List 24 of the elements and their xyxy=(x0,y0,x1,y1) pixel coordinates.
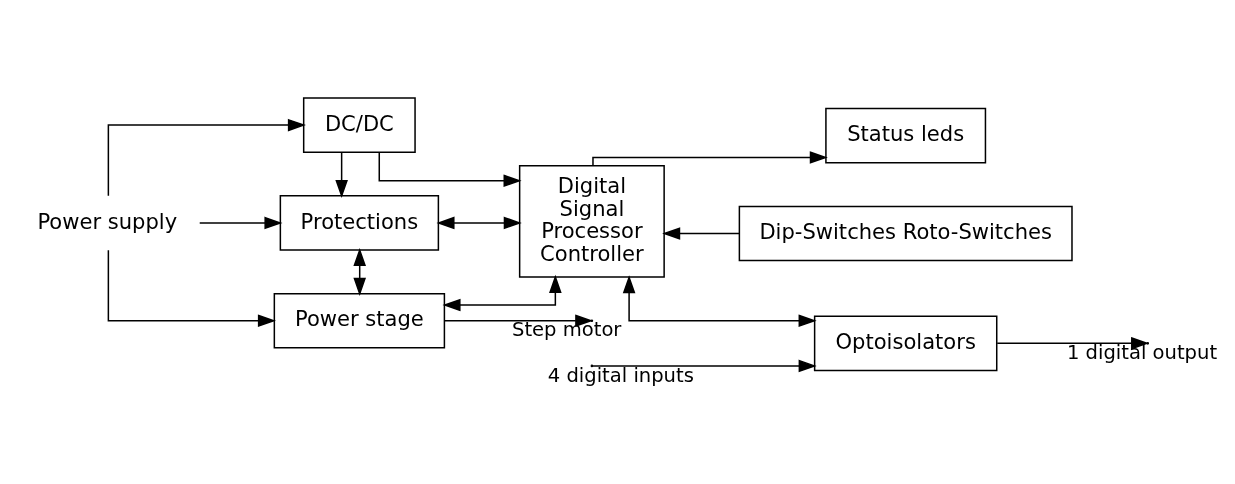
arrow xyxy=(335,151,348,198)
node-box: Status leds xyxy=(825,107,987,163)
edge-label: 1 digital output xyxy=(1066,340,1218,364)
arrow xyxy=(662,226,740,240)
node-box: DC/DC xyxy=(302,96,416,153)
node-box: Digital Signal Processor Controller xyxy=(518,164,665,278)
arrow xyxy=(996,336,1150,350)
arrow xyxy=(353,247,367,296)
node-box: Protections xyxy=(279,194,440,251)
arrow xyxy=(442,274,562,311)
node-box: Dip-Switches Roto-Switches xyxy=(738,205,1073,261)
edge-label: Step motor xyxy=(512,317,622,341)
arrow xyxy=(378,151,522,187)
node-box: Power stage xyxy=(273,292,446,349)
arrow xyxy=(622,274,817,327)
edge-label: 4 digital inputs xyxy=(547,363,694,387)
arrow xyxy=(592,359,817,372)
node-text: Power supply xyxy=(37,208,178,233)
arrow xyxy=(198,216,283,229)
arrow xyxy=(107,248,276,327)
node-box: Optoisolators xyxy=(813,315,998,371)
arrow xyxy=(436,216,522,229)
arrow xyxy=(592,150,828,166)
arrow xyxy=(107,118,306,196)
